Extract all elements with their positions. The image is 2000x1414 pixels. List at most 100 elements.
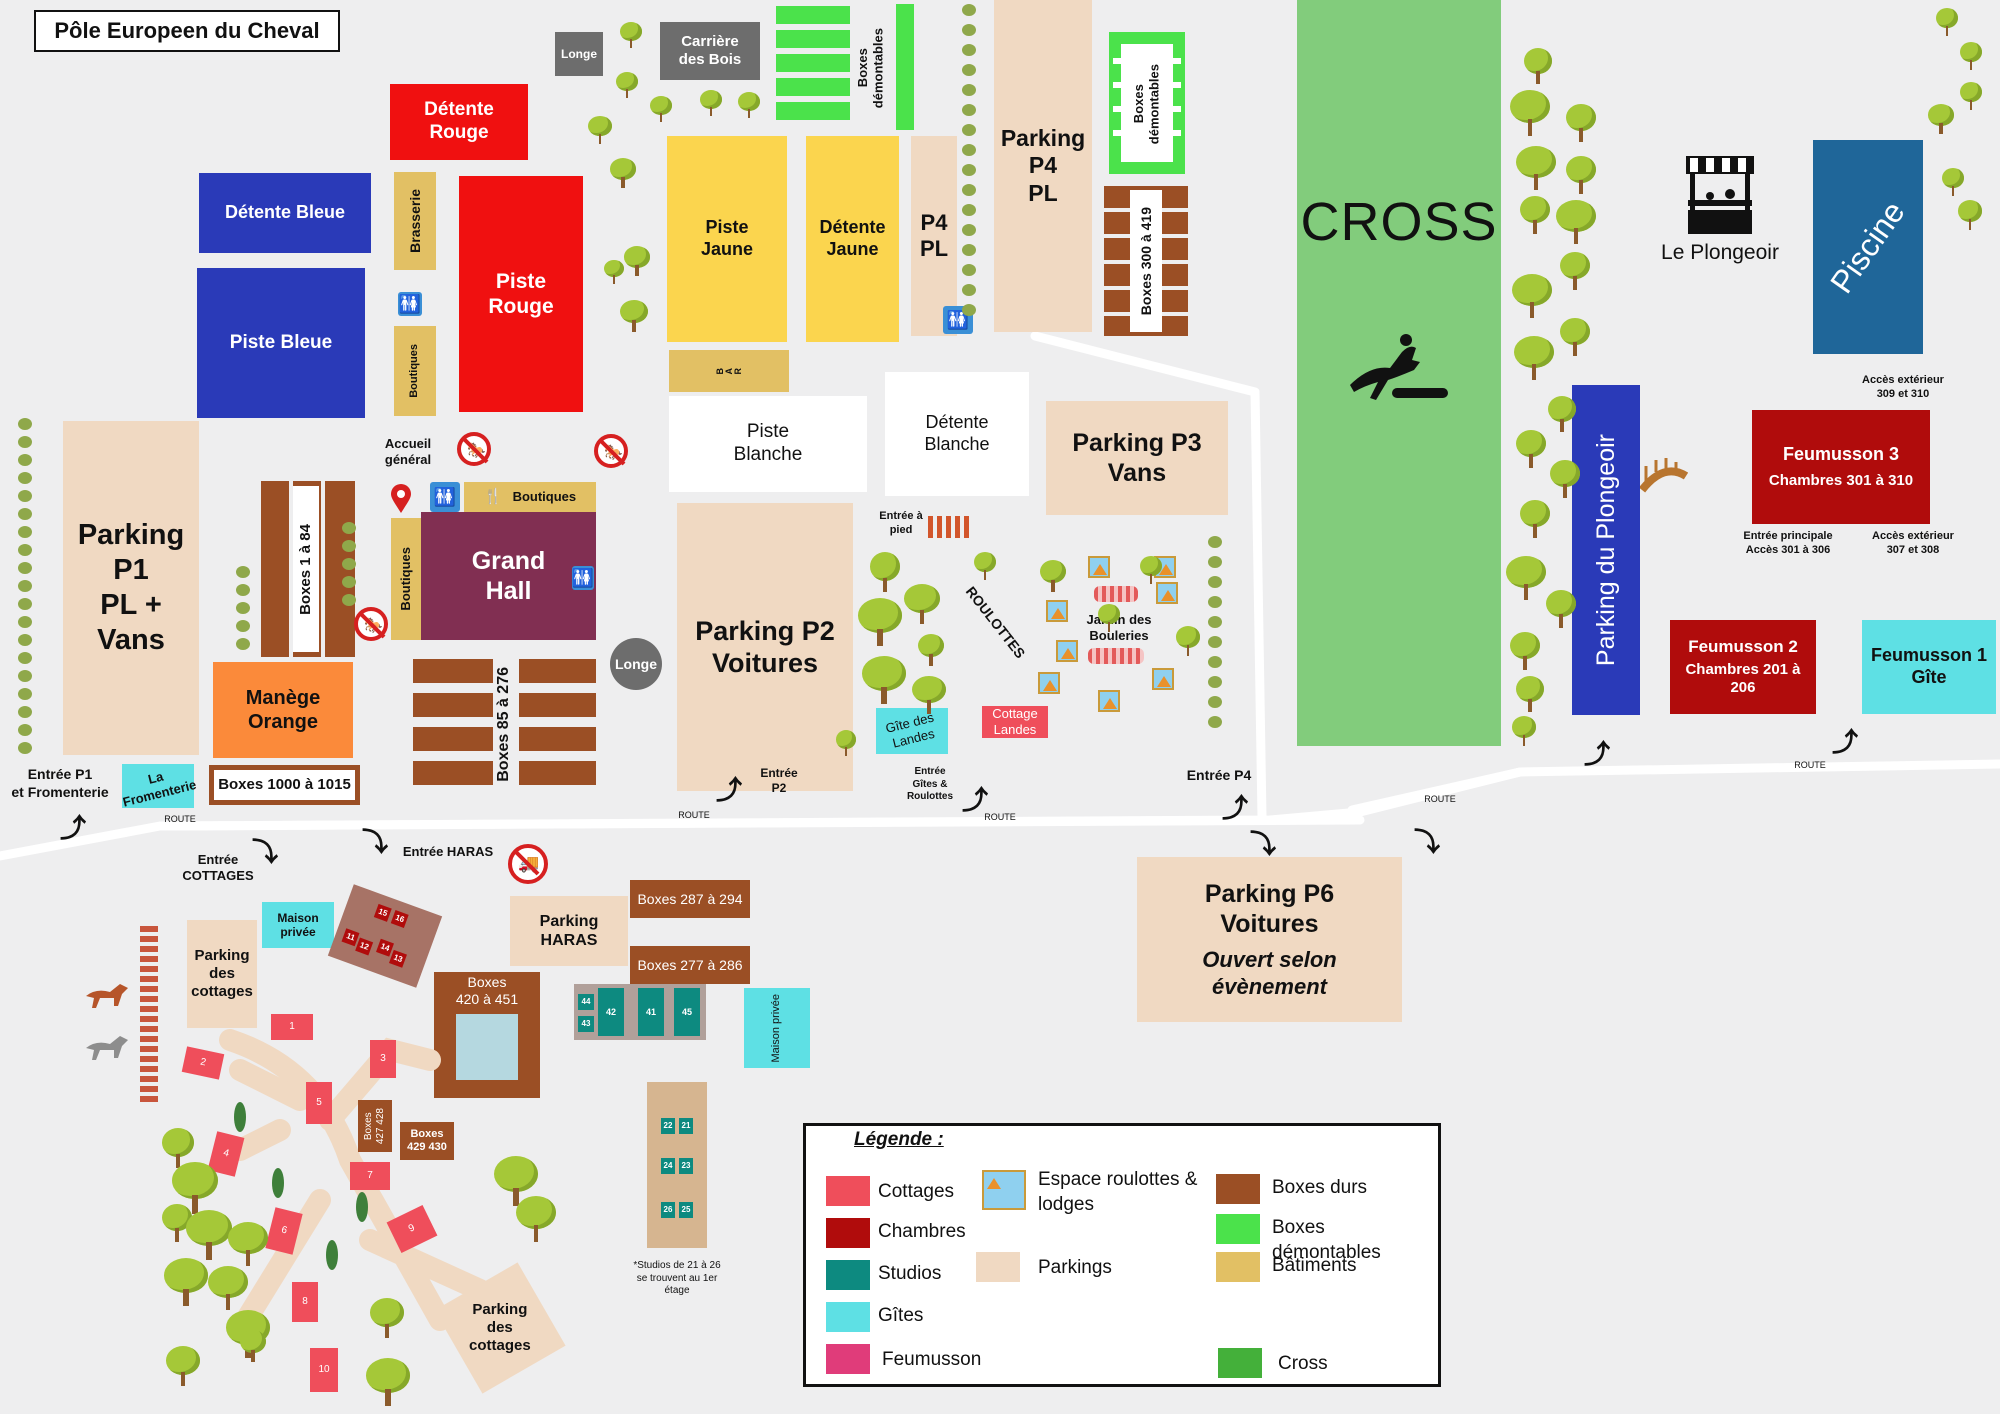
tree-icon [620,300,648,332]
boxes-1-84-label: Boxes 1 à 84 [293,486,319,652]
boxes-demontables-1-label: Boxes démontables [855,27,886,109]
route-label: ROUTE [164,814,196,824]
detente-rouge: Détente Rouge [390,84,528,160]
route-label: ROUTE [984,812,1016,822]
boutiques-vertical: Boutiques [391,518,421,640]
piste-jaune: Piste Jaune [667,136,787,342]
feumusson-3: Feumusson 3 Chambres 301 à 310 [1752,410,1930,524]
restroom-icon-p4: 🚻 [943,306,973,334]
legend-title: Légende : [854,1129,944,1150]
tree-icon [1510,632,1540,670]
cottage: 10 [310,1348,338,1392]
campsite-icon [1098,690,1120,712]
arrow-icon: ⤴ [1222,794,1249,824]
studio: 42 [598,988,624,1036]
boxes-277-286: Boxes 277 à 286 [630,946,750,984]
tree-icon [610,158,636,188]
parking-du-plongeoir: Parking du Plongeoir [1572,385,1640,715]
detente-jaune: Détente Jaune [806,136,899,342]
cypress-icon [356,1192,368,1222]
boxes-300-419-label: Boxes 300 à 419 [1130,190,1162,332]
entree-cottages-label: Entrée COTTAGES [182,852,254,884]
campsite-icon [1046,600,1068,622]
longe-round: Longe [610,638,662,690]
boxes-demontables-2-label: Boxes démontables [1131,63,1162,145]
no-horse-icon: 🐎 [354,607,388,641]
cross-label: CROSS [1300,192,1498,252]
legend-swatch-boxes-durs [1216,1174,1260,1204]
tree-icon [1928,104,1954,134]
tree-icon [370,1298,404,1338]
feumusson-3-title: Feumusson 3 [1782,444,1900,465]
tree-icon [1566,156,1596,194]
brasserie: Brasserie [394,172,436,270]
restroom-icon-hall-right: 🚻 [572,566,594,590]
tree-icon [166,1346,200,1386]
legend-studios: Studios [878,1263,942,1284]
arrow-icon: ⤴ [60,814,87,844]
la-fromenterie-label: La Fromenterie [121,769,199,810]
manege-orange: Manège Orange [213,662,353,758]
parking-p6-note: Ouvert selon évènement [1202,947,1337,999]
legend-roulottes: Espace roulottes & lodges [1038,1169,1198,1215]
route-label: ROUTE [678,810,710,820]
legend-gites: Gîtes [878,1305,924,1326]
tree-icon [1510,90,1550,136]
horse-jump-icon [1350,334,1448,400]
restroom-icon: 🚻 [398,292,422,316]
cypress-icon [272,1168,284,1198]
boxes-420-451: Boxes 420 à 451 [434,972,540,1098]
entree-haras-label: Entrée HARAS [402,844,494,859]
map-title: Pôle Europeen du Cheval [34,10,340,52]
boxes-demontables-2 [1109,32,1185,174]
tree-icon [1550,460,1580,498]
tree-icon [1512,716,1536,746]
tree-icon [904,584,940,624]
cottage: 3 [370,1040,396,1078]
maison-privee-1: Maison privée [262,902,334,948]
accueil-general-label: Accueil général [384,436,432,468]
tree-icon [588,116,612,144]
feumusson-2: Feumusson 2 Chambres 201 à 206 [1670,620,1816,714]
arrow-icon: ⤵ [252,838,279,868]
tree-icon [1556,200,1596,244]
parking-p6: Parking P6 Voitures Ouvert selon évèneme… [1137,857,1402,1022]
campsite-icon [1056,640,1078,662]
tree-icon [1560,318,1590,356]
bridge-icon [1640,458,1688,493]
hedge [342,522,356,618]
cypress-icon [234,1102,246,1132]
cottage: 7 [350,1162,390,1190]
tree-icon [1960,42,1982,70]
legend: Légende : Cottages Chambres Studios Gîte… [803,1123,1441,1387]
chambre: 13 [389,949,407,968]
tree-icon [1520,500,1550,538]
cottage: 8 [292,1282,318,1322]
horse-icon [86,1036,128,1060]
chambre: 12 [355,937,374,956]
piste-bleue: Piste Bleue [197,268,365,418]
entree-a-pied-label: Entrée à pied [879,510,923,536]
legend-swatch-chambres [826,1218,870,1248]
boxes-287-294: Boxes 287 à 294 [630,880,750,918]
legend-swatch-cross [1218,1348,1262,1378]
boxes-1000-1015: Boxes 1000 à 1015 [209,765,360,805]
legend-boxes-demontables: Boxes démontables [1272,1217,1381,1263]
tree-icon [172,1162,218,1214]
parking-des-cottages-2-label: Parking des cottages [469,1301,531,1354]
tree-icon [918,634,944,666]
tree-icon [1176,626,1200,656]
plongeoir-stall-icon [1686,156,1754,234]
boxes-demontables-1b [896,4,914,130]
arrow-icon: ⤴ [1832,728,1859,758]
tree-icon [186,1210,232,1260]
piste-blanche: Piste Blanche [669,396,867,492]
legend-boxes-durs: Boxes durs [1272,1177,1368,1198]
hedge [1208,536,1222,736]
tree-icon [1566,104,1596,142]
boxes-85-276 [413,659,596,789]
flowers-icon [1094,586,1138,602]
tree-icon [1520,196,1550,234]
tree-icon [1936,8,1958,36]
chambre: 16 [390,910,409,928]
